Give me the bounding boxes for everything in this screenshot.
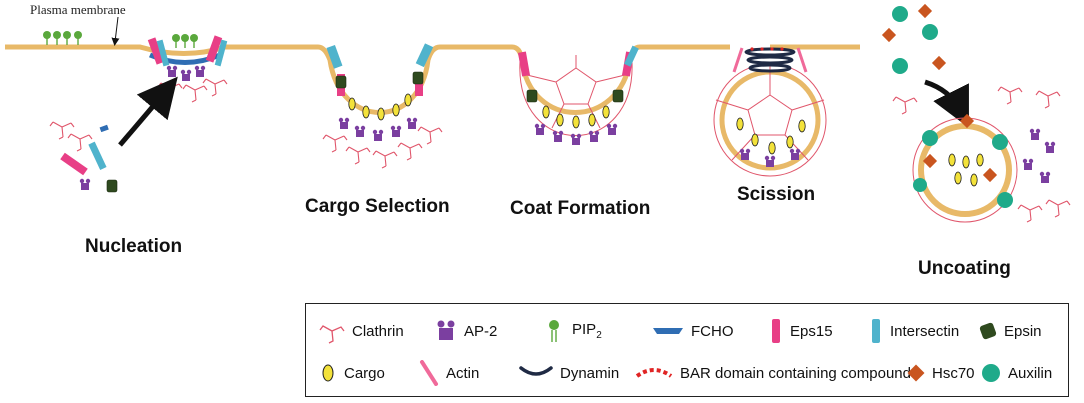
legend-label-ap2: AP-2 (464, 322, 498, 340)
legend-label-eps15: Eps15 (790, 322, 833, 340)
plasma-membrane-label: Plasma membrane (30, 2, 126, 17)
legend-item-intersectin: Intersectin (868, 316, 959, 346)
cargo-icon (322, 364, 334, 382)
legend-item-clathrin: Clathrin (318, 316, 404, 346)
legend-label-clathrin: Clathrin (352, 322, 404, 340)
bar-domain-icon (635, 368, 673, 378)
eps15-icon (772, 319, 780, 343)
clathrin-icon (319, 325, 345, 344)
uncoating-components (881, 3, 1061, 128)
legend-item-dynamin: Dynamin (518, 358, 619, 388)
pip2-text: PIP (572, 321, 597, 338)
legend-label-epsin: Epsin (1004, 322, 1042, 340)
fcho-icon (653, 328, 683, 334)
actin-icon (420, 360, 438, 386)
legend-item-actin: Actin (418, 358, 479, 388)
coat-formation-label: Coat Formation (510, 198, 651, 219)
epsin-icon (979, 322, 997, 340)
legend-item-hsc70: Hsc70 (906, 358, 975, 388)
auxilin-icon (982, 364, 1000, 382)
legend-item-pip2: PIP2 (542, 316, 602, 346)
pip2-group (42, 30, 83, 46)
legend-label-actin: Actin (446, 364, 480, 382)
uncoating-vesicle (912, 113, 1071, 223)
legend-item-fcho: FCHO (651, 316, 734, 346)
scission-vesicle (713, 47, 827, 177)
legend-label-intersectin: Intersectin (890, 322, 960, 340)
hsc70-icon (907, 364, 925, 382)
intersectin-icon (872, 319, 880, 343)
free-components (49, 121, 118, 193)
legend-label-dynamin: Dynamin (560, 364, 620, 382)
legend-item-cargo: Cargo (318, 358, 385, 388)
legend-label-pip2: PIP2 (572, 321, 602, 341)
legend: Clathrin AP-2 PIP2 FCHO (305, 303, 1069, 397)
dynamin-icon (519, 366, 553, 376)
nucleation-label: Nucleation (85, 236, 183, 257)
nucleation-site (147, 33, 228, 103)
ap2-icon (437, 320, 455, 340)
cargo-selection-pit (322, 43, 443, 169)
uncoating-label: Uncoating (918, 258, 1011, 279)
legend-item-epsin: Epsin (978, 316, 1042, 346)
legend-label-bar-domain: BAR domain containing compounds (680, 364, 919, 382)
legend-item-bar-domain: BAR domain containing compounds (634, 358, 918, 388)
scission-label: Scission (737, 184, 816, 205)
pip2-subscript: 2 (596, 330, 602, 341)
pm-pointer (111, 16, 120, 46)
pip2-icon (549, 320, 559, 342)
legend-item-ap2: AP-2 (434, 316, 497, 346)
legend-item-auxilin: Auxilin (980, 358, 1052, 388)
cargo-selection-label: Cargo Selection (305, 196, 450, 217)
legend-label-auxilin: Auxilin (1008, 364, 1053, 382)
legend-label-fcho: FCHO (691, 322, 734, 340)
legend-item-eps15: Eps15 (768, 316, 833, 346)
diagram-canvas (5, 3, 1071, 223)
plasma-membrane (5, 44, 730, 115)
legend-label-hsc70: Hsc70 (932, 364, 975, 382)
legend-label-cargo: Cargo (344, 364, 385, 382)
coat-formation-pit (517, 45, 639, 145)
nucleation-arrow (118, 76, 178, 147)
